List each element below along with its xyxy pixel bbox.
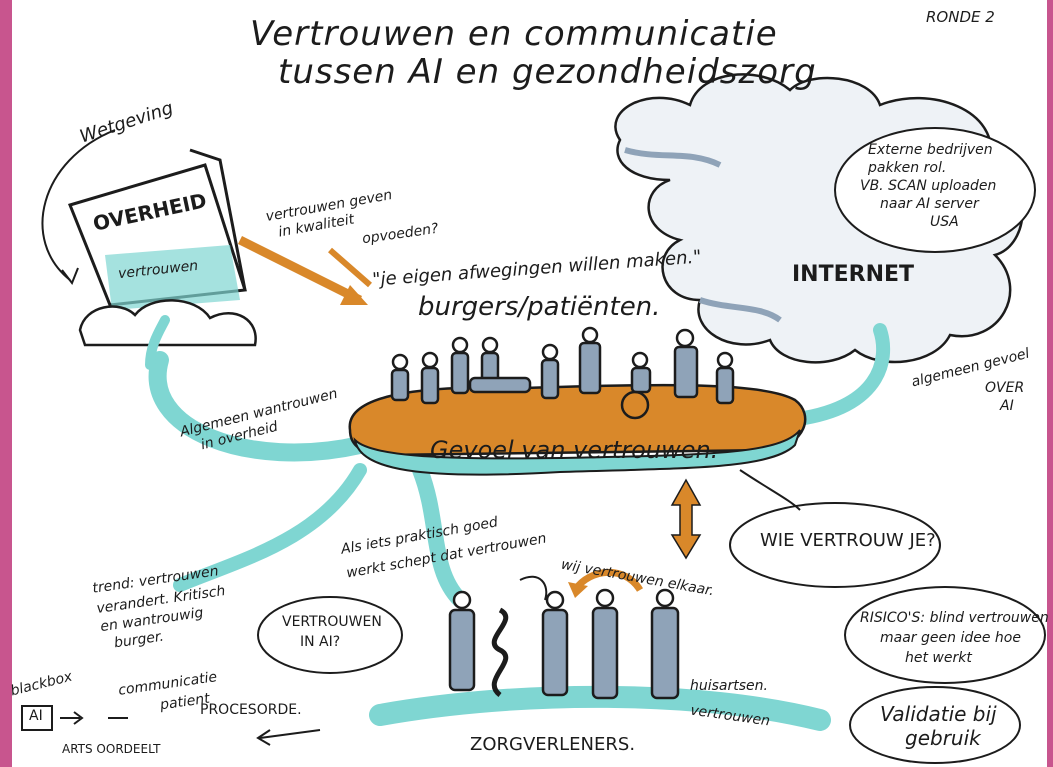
validation-line-2: gebruik (905, 726, 981, 750)
teal-flows (145, 315, 891, 731)
government-building (67, 148, 257, 347)
company-note-1: Externe bedrijven (868, 142, 993, 158)
internet-label: INTERNET (792, 262, 915, 287)
citizen-figures (390, 326, 735, 420)
citizens-label: burgers/patiënten. (418, 292, 661, 322)
trust-platform (348, 383, 807, 476)
quality-arrow (237, 235, 363, 305)
caregiver-figures (448, 588, 680, 700)
title-line-2: tussen AI en gezondheidszorg (278, 52, 817, 92)
who-label: WIE VERTROUW JE? (760, 530, 936, 551)
company-note-5: USA (930, 214, 959, 230)
validation-line-1: Validatie bij (880, 702, 997, 726)
round-label: RONDE 2 (926, 8, 995, 26)
ai-box-label: AI (29, 708, 43, 724)
law-arrow (41, 129, 116, 281)
left-accent-bar (0, 0, 12, 767)
risk-line-1: RISICO'S: blind vertrouwen (860, 610, 1049, 626)
ai-trust-line-2: IN AI? (300, 634, 341, 650)
gp-label: huisartsen. (690, 678, 768, 694)
caregiver-arrow (572, 568, 643, 593)
company-note-2: pakken rol. (868, 160, 947, 176)
doctor-label: ARTS OORDEELT (62, 742, 161, 756)
validation-bubble (849, 686, 1021, 764)
risk-line-3: het werkt (905, 650, 972, 666)
process-label: PROCESORDE. (200, 702, 302, 718)
mutual-trust-arrow (670, 478, 702, 560)
risk-bubble (844, 586, 1046, 684)
ai-trust-line-1: VERTROUWEN (282, 614, 382, 630)
company-note-4: naar AI server (880, 196, 979, 212)
care-label: ZORGVERLENERS. (470, 734, 636, 755)
risk-line-2: maar geen idee hoe (880, 630, 1021, 646)
ai-feeling-2: OVER (985, 380, 1025, 396)
title-line-1: Vertrouwen en communicatie (250, 14, 778, 54)
ai-feeling-3: AI (1000, 398, 1014, 414)
company-bubble (834, 127, 1036, 253)
platform-label: Gevoel van vertrouwen. (430, 436, 719, 464)
who-bubble (729, 502, 941, 588)
right-accent-bar (1047, 0, 1053, 767)
ai-trust-bubble (257, 596, 403, 674)
company-note-3: VB. SCAN uploaden (860, 178, 997, 194)
